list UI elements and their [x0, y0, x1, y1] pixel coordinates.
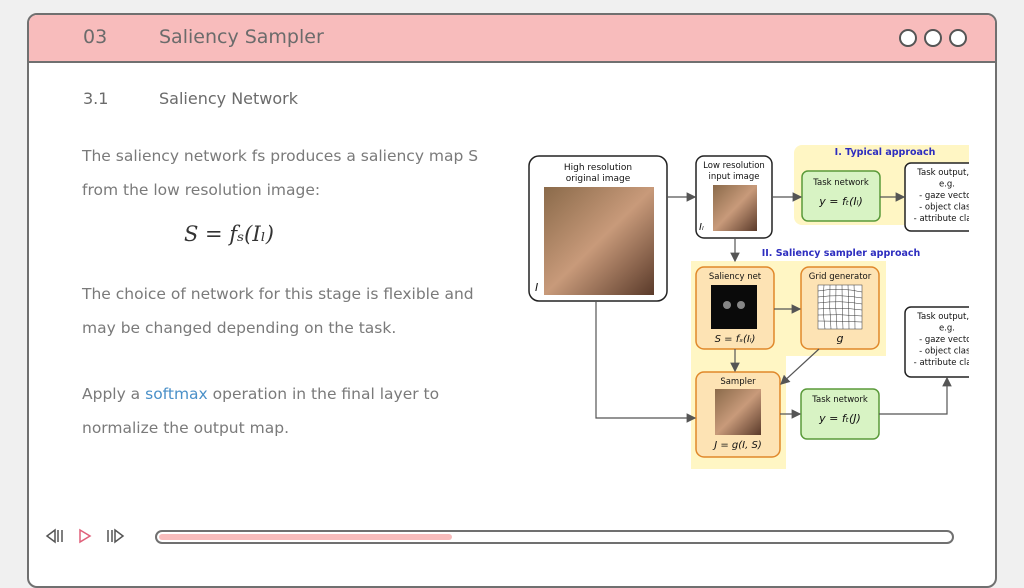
paragraph-saliency: The saliency network fs produces a salie…: [82, 147, 479, 199]
high-res-symbol: I: [535, 281, 538, 294]
task-output-2-lines: Task output, y e.g.- gaze vector - object …: [914, 312, 969, 368]
playback-controls: [45, 527, 125, 545]
grid-generator-eq: g: [837, 332, 844, 345]
softmax-link[interactable]: softmax: [145, 385, 208, 403]
saliency-spot: [737, 301, 745, 309]
diagram-arrows: [595, 192, 952, 423]
p3-text-after: operation in the final layer to normaliz…: [82, 385, 440, 437]
circle-icon[interactable]: [924, 29, 942, 47]
section-number: 03: [83, 26, 108, 48]
task-network-1-eq: y = fₜ(Iₗ): [818, 195, 863, 208]
high-res-label-2: original image: [566, 174, 631, 184]
low-res-symbol: Iₗ: [699, 222, 704, 233]
low-res-image: [713, 185, 757, 231]
circle-icon[interactable]: [899, 29, 917, 47]
saliency-map-image: [711, 285, 757, 329]
task-output-line: e.g.: [939, 180, 955, 190]
circle-icon[interactable]: [949, 29, 967, 47]
task-network-1-label: Task network: [812, 178, 869, 188]
task-output-line: - attribute class: [914, 214, 969, 224]
task-output-line: - object class: [919, 203, 969, 213]
saliency-net-label: Saliency net: [709, 272, 762, 282]
task-output-line: Task output, y: [916, 312, 969, 322]
task-output-line: - object class: [919, 347, 969, 357]
subsection-title: Saliency Network: [159, 89, 298, 108]
typical-title: I. Typical approach: [835, 147, 936, 158]
progress-fill: [159, 534, 452, 540]
sampler-image: [715, 389, 761, 435]
high-res-label-1: High resolution: [564, 163, 632, 173]
saliency-formula: S = fₛ(Iₗ): [184, 222, 274, 246]
high-res-image: [544, 187, 654, 295]
task-output-line: e.g.: [939, 324, 955, 334]
sampler-title: II. Saliency sampler approach: [762, 248, 921, 259]
task-output-1-lines: Task output, y e.g.- gaze vector - object …: [914, 168, 969, 224]
paragraph-softmax: Apply a softmax operation in the final l…: [82, 377, 502, 445]
task-network-2-label: Task network: [811, 395, 868, 405]
title-bar: 03 Saliency Sampler: [29, 15, 995, 63]
window-controls: [899, 29, 967, 47]
play-icon[interactable]: [75, 527, 95, 545]
task-output-line: - gaze vector: [919, 191, 969, 201]
paragraph-flexible: The choice of network for this stage is …: [82, 285, 474, 337]
subsection-number: 3.1: [83, 89, 109, 108]
saliency-spot: [723, 301, 731, 309]
grid-warp-image: [817, 284, 863, 330]
saliency-net-eq: S = fₛ(Iₗ): [715, 334, 756, 345]
grid-generator-label: Grid generator: [809, 272, 872, 282]
p3-text-before: Apply a: [82, 385, 146, 403]
task-network-2-eq: y = fₜ(J): [818, 412, 861, 425]
low-res-label-1: Low resolution: [703, 161, 765, 171]
skip-back-icon[interactable]: [45, 527, 65, 545]
slide-title: Saliency Sampler: [159, 26, 324, 48]
task-output-line: Task output, y: [916, 168, 969, 178]
progress-bar[interactable]: [155, 530, 954, 544]
saliency-sampler-diagram: I. Typical approach II. Saliency sampler…: [528, 145, 969, 469]
slide-window: 03 Saliency Sampler 3.1 Saliency Network…: [27, 13, 997, 588]
skip-forward-icon[interactable]: [105, 527, 125, 545]
task-output-line: - gaze vector: [919, 335, 969, 345]
sampler-label: Sampler: [720, 377, 756, 387]
low-res-label-2: input image: [708, 172, 759, 182]
task-output-line: - attribute class: [914, 358, 969, 368]
sampler-eq: J = g(I, S): [712, 440, 762, 451]
